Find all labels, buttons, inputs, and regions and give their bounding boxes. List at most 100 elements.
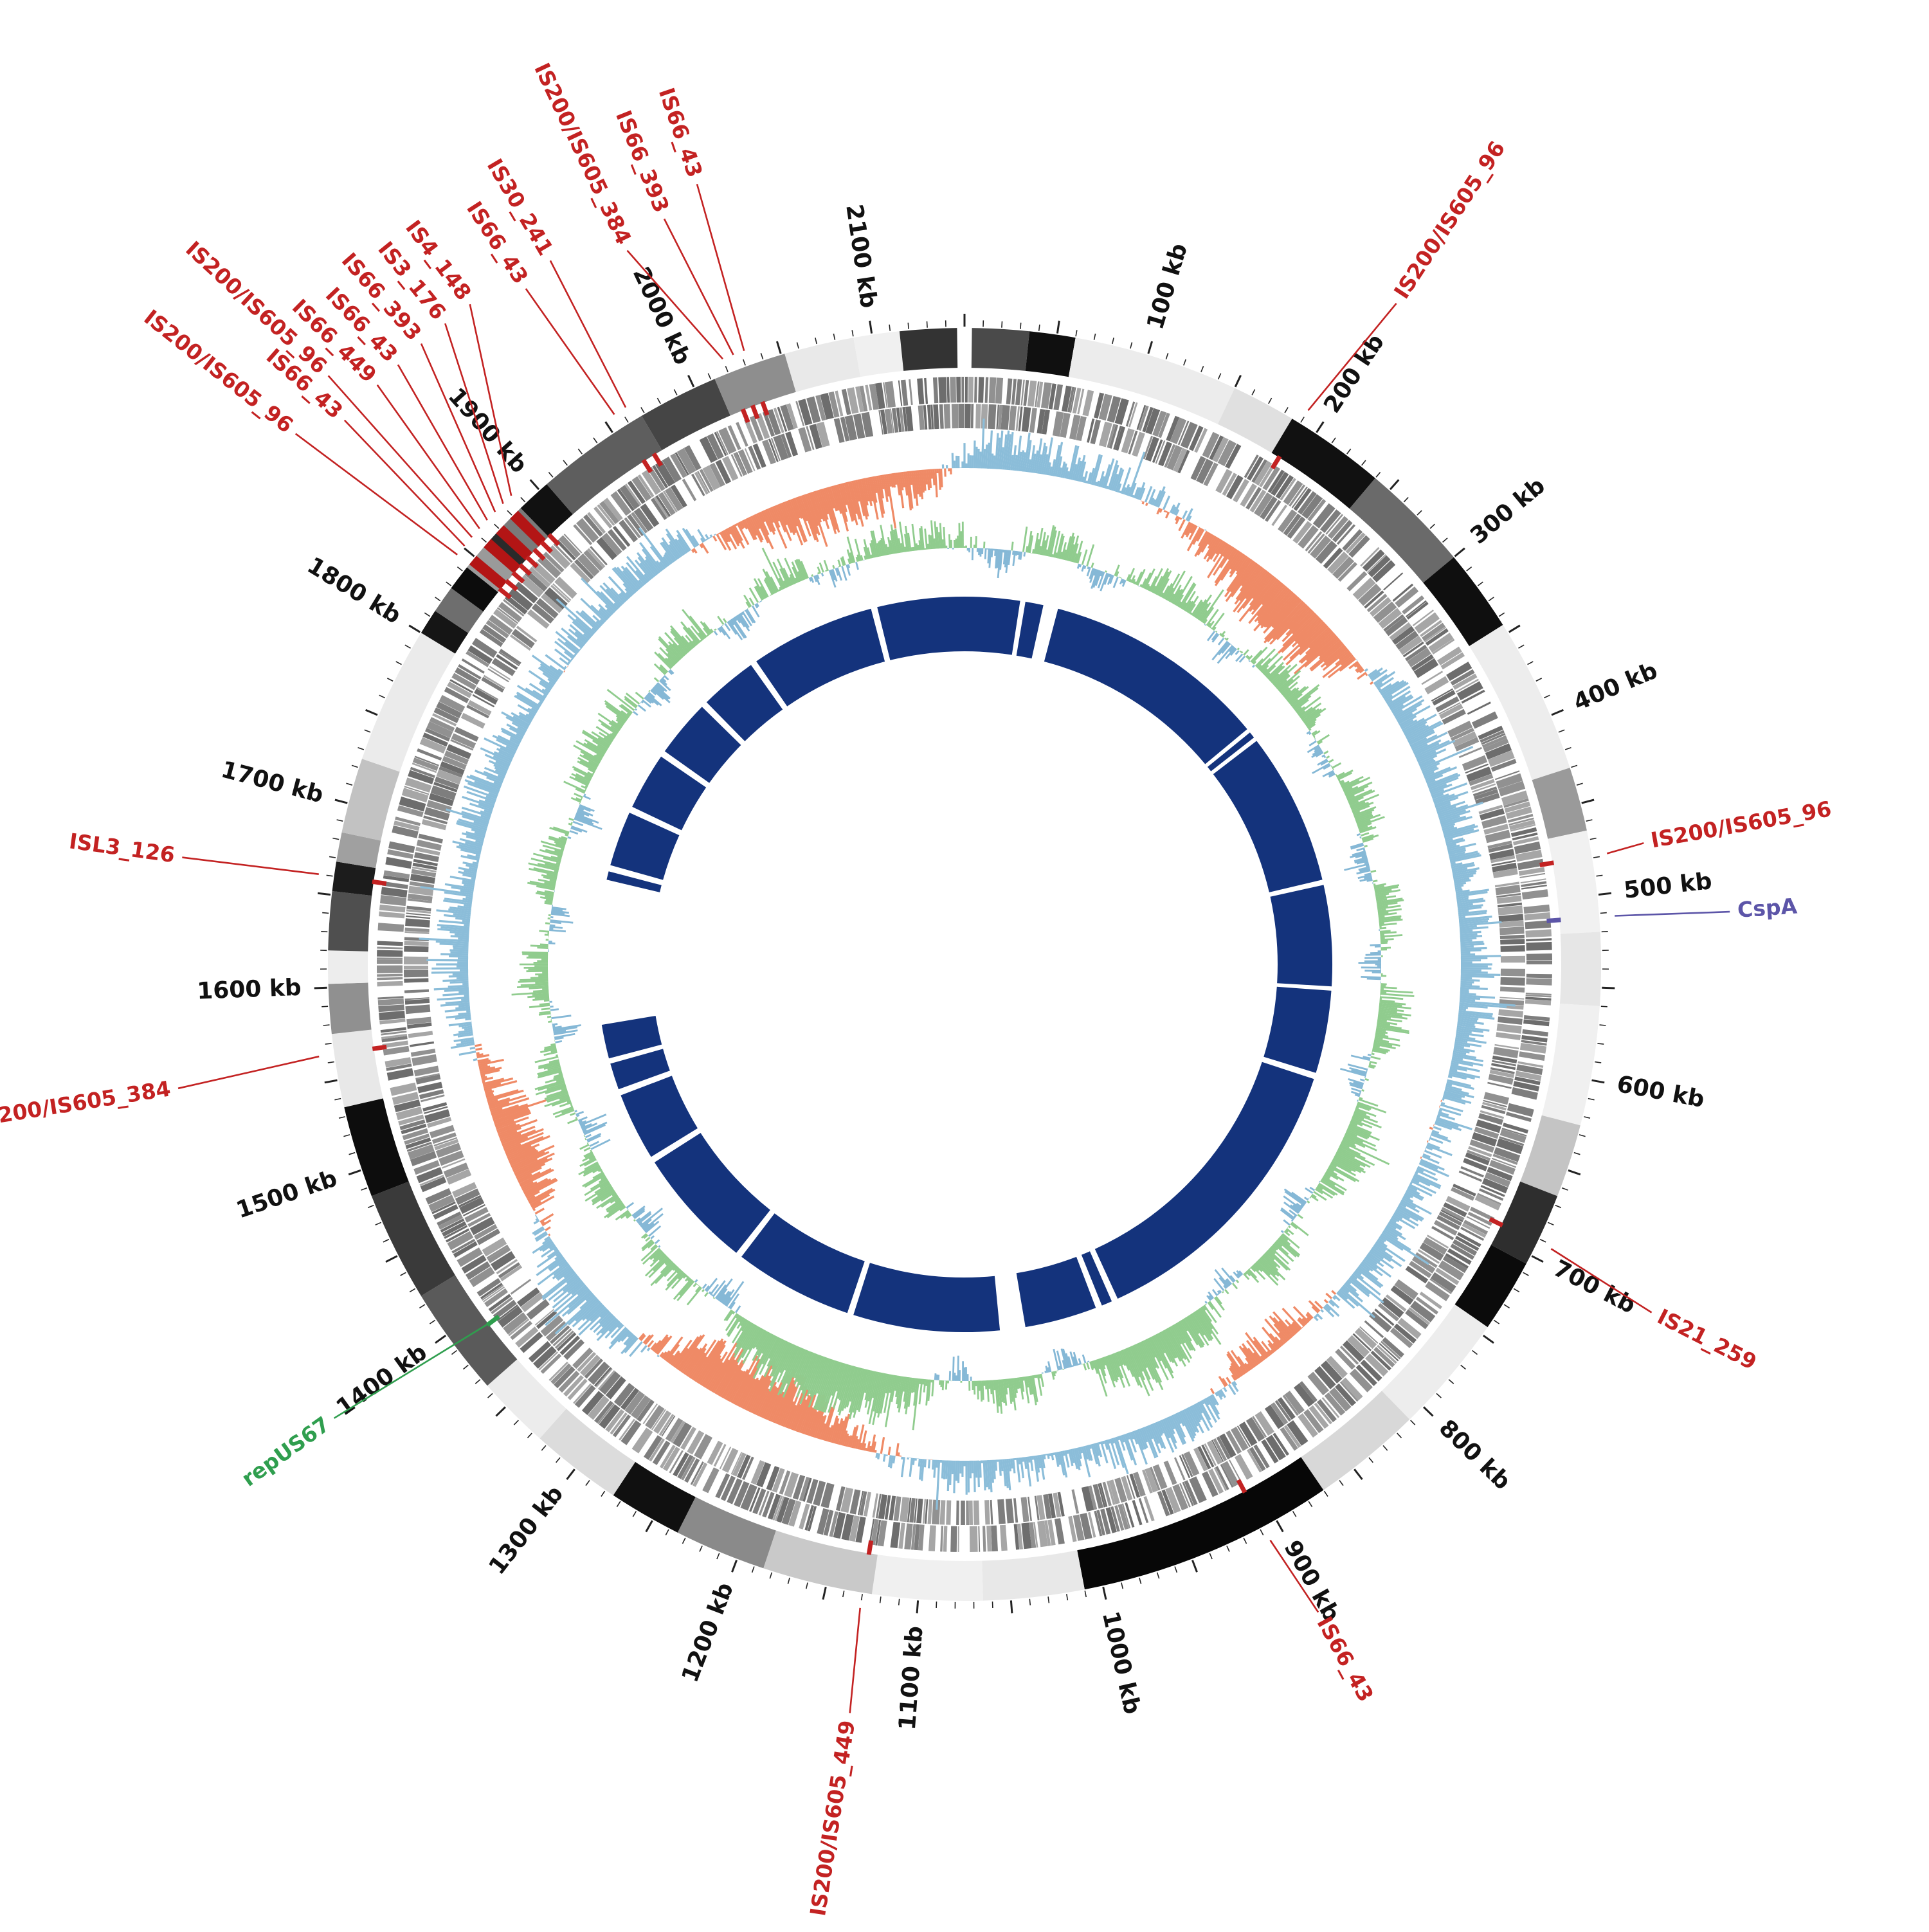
minor-tick	[1048, 1596, 1049, 1603]
gene-block	[385, 857, 412, 869]
minor-tick	[908, 323, 909, 329]
minor-tick	[1540, 1240, 1546, 1242]
minor-tick	[396, 662, 402, 665]
gene-block	[1499, 997, 1524, 1000]
minor-tick	[325, 1043, 332, 1044]
minor-tick	[1139, 1578, 1141, 1584]
gene-block	[378, 1004, 404, 1012]
minor-tick	[541, 1445, 546, 1450]
gene-block	[1164, 1461, 1177, 1485]
minor-tick	[1362, 460, 1366, 465]
minor-tick	[1443, 538, 1448, 543]
tick-label: 1600 kb	[197, 975, 302, 1005]
minor-tick	[1536, 678, 1542, 682]
major-tick	[688, 375, 694, 387]
minor-tick	[815, 338, 817, 344]
minor-tick	[1544, 695, 1550, 698]
gene-block	[984, 1500, 990, 1524]
gene-block	[408, 1031, 433, 1038]
alignment-arc	[1271, 885, 1333, 986]
annotation-mark	[1238, 1480, 1245, 1492]
ring-segment	[1026, 331, 1076, 377]
gene-block	[377, 977, 403, 980]
minor-tick	[1562, 1188, 1568, 1191]
minor-tick	[1244, 1538, 1246, 1544]
minor-tick	[1519, 645, 1525, 648]
tick-label: 700 kb	[1549, 1255, 1640, 1319]
gene-block	[1500, 977, 1525, 986]
annotation-label: IS200/IS605_449	[805, 1719, 860, 1918]
minor-tick	[457, 567, 462, 571]
minor-tick	[1130, 343, 1132, 349]
ring-segment	[342, 759, 400, 840]
minor-tick	[1383, 1445, 1388, 1450]
gene-block	[959, 404, 964, 428]
gene-block	[938, 377, 946, 403]
ring-segment	[1542, 1004, 1600, 1125]
minor-tick	[899, 1599, 900, 1605]
ring-segment	[972, 328, 1029, 371]
gene-block	[928, 1525, 936, 1551]
annotation-mark	[506, 581, 517, 590]
minor-tick	[1121, 1583, 1123, 1589]
minor-tick	[365, 730, 370, 732]
tick-label: 1900 kb	[443, 383, 532, 478]
annotation-label: IS200/IS605_96	[1389, 136, 1510, 303]
gene-block	[404, 946, 428, 952]
minor-tick	[725, 366, 728, 372]
tick-label: 1000 kb	[1097, 1609, 1145, 1717]
minor-tick	[475, 1380, 480, 1384]
minor-tick	[507, 510, 512, 515]
minor-tick	[1565, 748, 1571, 750]
minor-tick	[1218, 374, 1221, 379]
minor-tick	[1597, 875, 1603, 876]
minor-tick	[352, 765, 358, 767]
minor-tick	[419, 1305, 425, 1308]
gene-block	[970, 1526, 978, 1552]
ring-segment	[372, 1182, 455, 1296]
annotation-leader-line	[1615, 912, 1730, 916]
annotation-leader-line	[334, 1321, 493, 1418]
minor-tick	[1029, 1599, 1030, 1605]
annotation-label: IS200/IS605_384	[529, 59, 637, 248]
annotation-mark	[1540, 863, 1554, 865]
ring-segment	[900, 328, 957, 371]
minor-tick	[361, 1188, 367, 1191]
ring-segment	[1272, 419, 1375, 509]
minor-tick	[1260, 1530, 1263, 1535]
gene-block	[1000, 1525, 1008, 1551]
minor-tick	[927, 321, 928, 328]
minor-tick	[843, 1591, 844, 1597]
minor-tick	[1504, 1305, 1510, 1308]
minor-tick	[343, 1135, 350, 1137]
tick-label: 1800 kb	[303, 552, 406, 629]
gene-block	[958, 1526, 959, 1552]
major-tick	[1011, 1600, 1012, 1613]
gene-block	[989, 377, 997, 404]
minor-tick	[717, 1553, 720, 1559]
minor-tick	[666, 1530, 669, 1535]
minor-tick	[1301, 417, 1304, 423]
gene-block	[379, 905, 406, 912]
ring-segment	[1520, 1115, 1580, 1196]
minor-tick	[1579, 1135, 1586, 1137]
annotation-leader-line	[1607, 843, 1644, 853]
gene-block	[1526, 978, 1552, 985]
gene-block	[404, 957, 428, 964]
minor-tick	[521, 498, 525, 502]
gene-block	[974, 1501, 979, 1525]
gene-block	[1524, 905, 1550, 914]
minor-tick	[1166, 353, 1168, 359]
minor-tick	[1555, 1205, 1561, 1208]
major-tick	[1598, 893, 1611, 894]
gene-block	[966, 1501, 969, 1525]
minor-tick	[556, 1458, 560, 1463]
gene-block	[1022, 407, 1031, 432]
ring-segment	[1532, 768, 1587, 839]
ring-segment	[853, 331, 903, 377]
gene-block	[377, 941, 403, 946]
annotation-mark	[534, 550, 545, 559]
gene-block	[891, 1522, 901, 1548]
annotation-label: ISL3_126	[68, 828, 176, 867]
minor-tick	[833, 334, 835, 340]
